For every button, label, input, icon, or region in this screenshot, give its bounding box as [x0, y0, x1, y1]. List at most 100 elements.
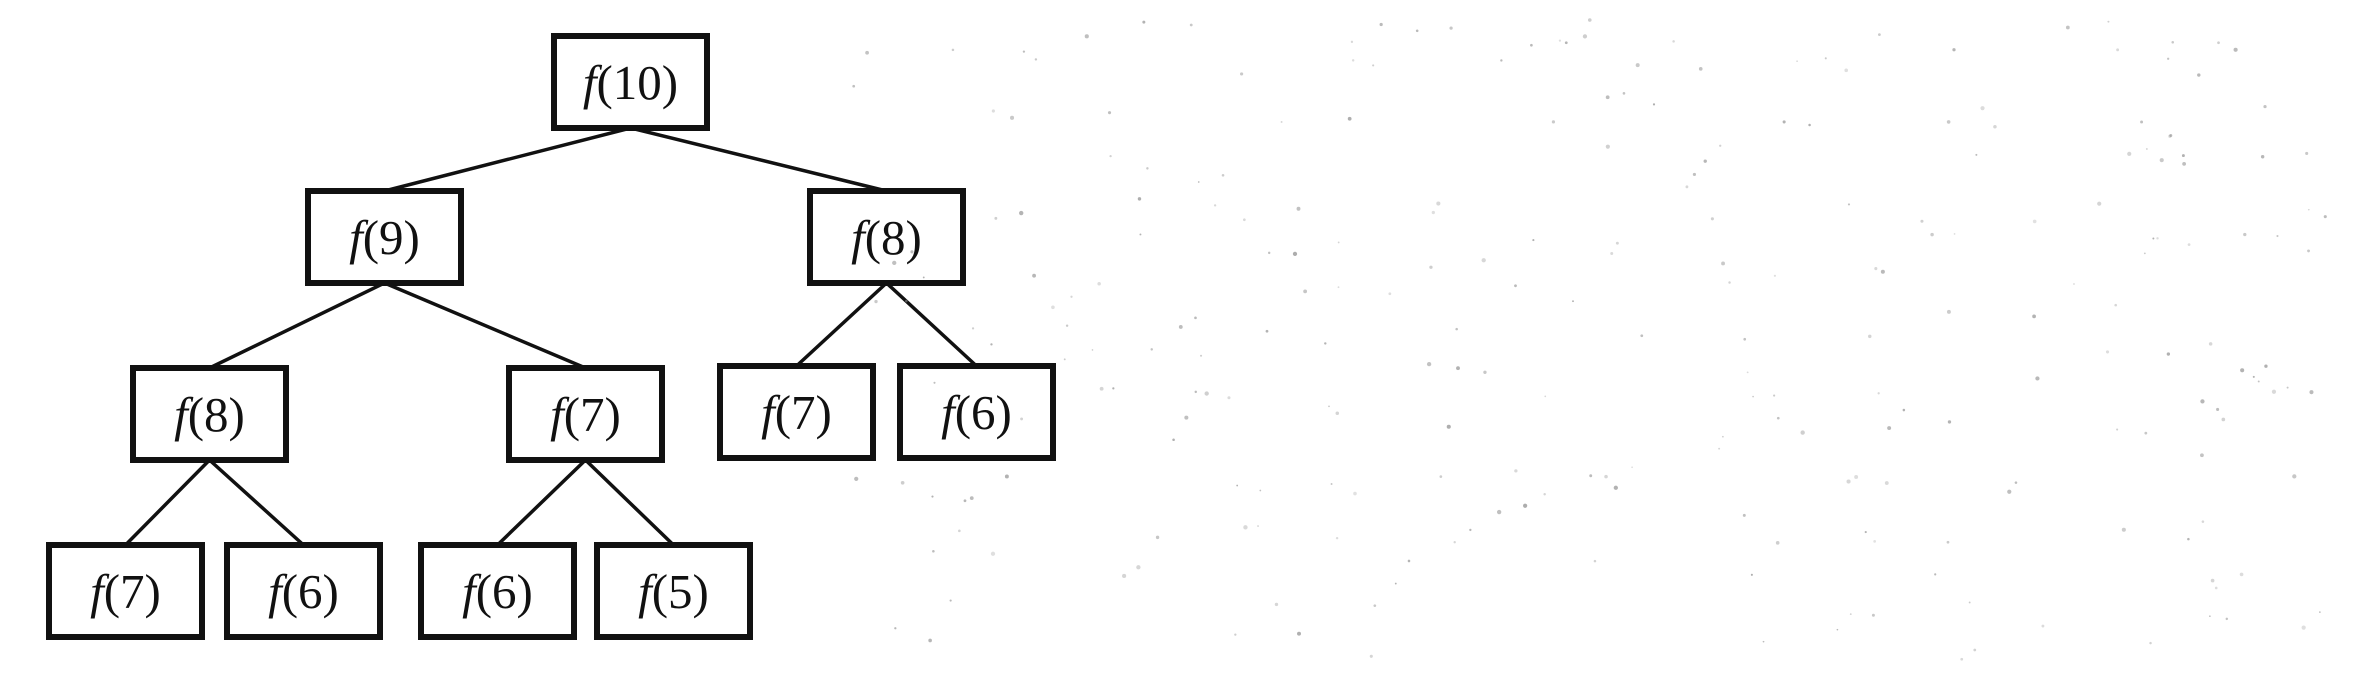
- scan-speck: [2309, 390, 2314, 395]
- tree-node-n8b: f(8): [807, 188, 966, 286]
- scan-speck: [2210, 578, 2215, 583]
- tree-node-n5: f(5): [594, 542, 753, 640]
- node-label: f(8): [851, 210, 922, 265]
- scan-speck: [1303, 289, 1308, 294]
- node-argument: (5): [652, 564, 709, 619]
- scan-speck: [1514, 469, 1518, 473]
- scan-speck: [1613, 485, 1618, 490]
- scan-speck: [1019, 210, 1024, 216]
- tree-edge-n10-n9: [382, 126, 633, 193]
- scan-speck: [2200, 399, 2205, 404]
- tree-edge-n8b-n6a: [884, 281, 979, 368]
- tree-edges: [123, 126, 979, 547]
- scan-speck: [2233, 47, 2238, 52]
- scan-speck: [1742, 513, 1746, 517]
- scan-speck: [1350, 40, 1354, 44]
- scan-noise: [852, 18, 2327, 661]
- scan-speck: [2169, 133, 2173, 137]
- scan-speck: [2243, 232, 2247, 237]
- tree-node-n7b: f(7): [717, 363, 876, 461]
- scan-speck: [1369, 654, 1373, 658]
- scan-speck: [1934, 573, 1937, 576]
- scan-speck: [1455, 327, 1458, 331]
- scan-speck: [2145, 148, 2148, 150]
- scan-speck: [1236, 484, 1239, 487]
- tree-node-n8a: f(8): [130, 365, 289, 463]
- scan-speck: [928, 638, 932, 643]
- scan-speck: [1070, 295, 1073, 298]
- scan-speck: [2263, 104, 2267, 109]
- scan-speck: [2239, 572, 2244, 577]
- scan-speck: [1155, 535, 1160, 540]
- scan-speck: [894, 627, 897, 630]
- scan-speck: [865, 50, 869, 55]
- scan-speck: [2307, 208, 2310, 211]
- scan-speck: [1587, 18, 1592, 22]
- scan-speck: [1532, 239, 1535, 242]
- node-label: f(6): [462, 564, 533, 619]
- scan-speck: [1836, 628, 1839, 631]
- scan-speck: [1887, 426, 1892, 431]
- scan-speck: [2240, 368, 2245, 373]
- scan-speck: [905, 299, 908, 303]
- scan-speck: [1213, 204, 1217, 207]
- scan-speck: [1593, 559, 1597, 563]
- scan-speck: [2323, 215, 2327, 219]
- scan-speck: [1543, 493, 1546, 496]
- scan-speck: [1854, 475, 1859, 479]
- node-label: f(7): [550, 387, 621, 442]
- scan-speck: [2065, 25, 2070, 30]
- scan-speck: [2167, 57, 2170, 60]
- scan-speck: [2217, 41, 2220, 45]
- scan-speck: [852, 84, 856, 88]
- scan-speck: [1703, 159, 1707, 163]
- scan-speck: [1530, 43, 1533, 47]
- node-box: [594, 542, 753, 640]
- scan-speck: [2209, 615, 2211, 617]
- scan-speck: [1775, 541, 1780, 545]
- scan-speck: [922, 276, 925, 279]
- scan-speck: [990, 343, 993, 346]
- scan-speck: [2182, 162, 2186, 166]
- node-label: f(6): [268, 564, 339, 619]
- scan-speck: [1844, 68, 1848, 73]
- node-box: [807, 188, 966, 286]
- scan-speck: [1558, 39, 1562, 42]
- scan-speck: [1034, 58, 1038, 61]
- scan-speck: [1973, 648, 1977, 652]
- tree-edge-n7a-n5: [583, 458, 676, 547]
- scan-speck: [2187, 243, 2191, 247]
- scan-speck: [2127, 151, 2132, 156]
- scan-speck: [1582, 34, 1588, 39]
- tree-edge-n8a-n6b: [207, 458, 306, 547]
- scan-speck: [910, 250, 914, 254]
- node-argument: (7): [104, 564, 161, 619]
- scan-speck: [1257, 525, 1259, 527]
- scan-speck: [2214, 586, 2218, 590]
- tree-node-n7c: f(7): [46, 542, 205, 640]
- node-argument: (9): [363, 210, 420, 265]
- tree-node-n6c: f(6): [418, 542, 577, 640]
- scan-speck: [1604, 474, 1608, 479]
- scan-speck: [1388, 292, 1392, 296]
- node-argument: (10): [596, 55, 678, 110]
- scan-speck: [949, 599, 952, 602]
- scan-speck: [1234, 633, 1237, 636]
- scan-speck: [1635, 63, 1640, 68]
- scan-speck: [1719, 144, 1722, 147]
- scan-speck: [1975, 153, 1978, 156]
- scan-speck: [2225, 617, 2229, 621]
- node-label: f(10): [583, 55, 678, 110]
- scan-speck: [2305, 151, 2309, 155]
- scan-speck: [1292, 251, 1298, 256]
- scan-speck: [1874, 267, 1878, 271]
- scan-speck: [1280, 121, 1283, 123]
- scan-speck: [1330, 482, 1333, 485]
- scan-speck: [1022, 50, 1026, 53]
- scan-speck: [1032, 273, 1036, 278]
- scan-speck: [1415, 29, 1419, 33]
- scan-speck: [2041, 624, 2045, 628]
- scan-speck: [1150, 348, 1153, 351]
- scan-speck: [1265, 329, 1269, 333]
- node-box: [551, 33, 710, 131]
